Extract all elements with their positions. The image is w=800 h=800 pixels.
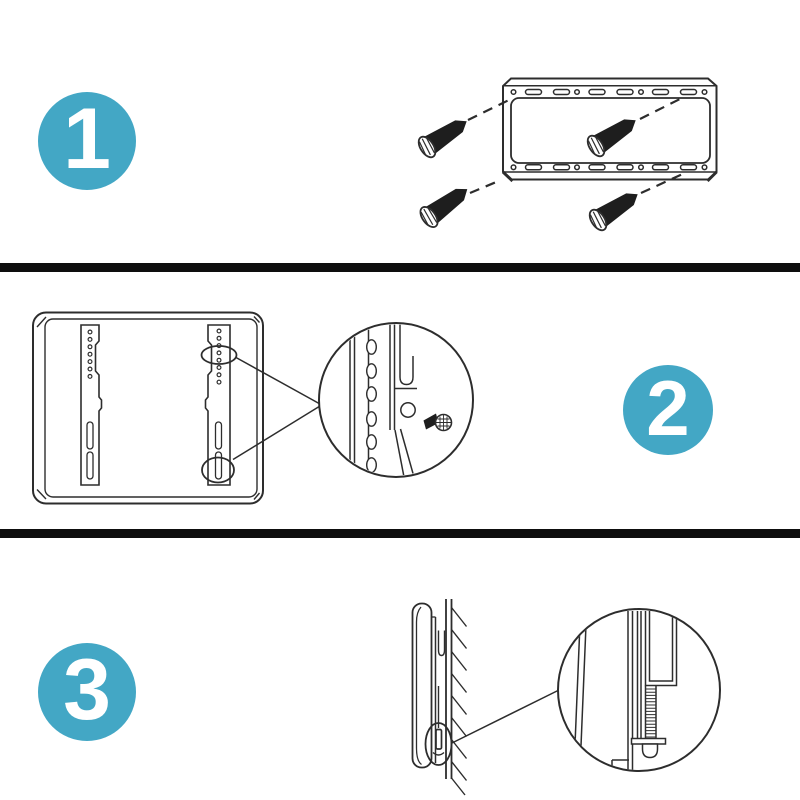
magnifier-pointer-line (451, 689, 560, 744)
step-1-number: 1 (63, 91, 111, 187)
highlight-ellipse-bottom (201, 456, 235, 484)
step3-illustration (411, 599, 721, 796)
locking-screw-highlight (424, 722, 453, 766)
magnifier-locking-screw-detail (557, 608, 721, 772)
step2-illustration (32, 311, 474, 505)
step-2-badge: 2 (623, 365, 713, 455)
step-3-badge: 3 (38, 643, 136, 741)
magnifier-bracket-detail (318, 322, 474, 478)
dashed-guide-lines (467, 96, 688, 195)
separator-line-1 (0, 263, 800, 272)
step-1-badge: 1 (38, 92, 136, 190)
magnifier-circle (557, 608, 721, 772)
magnifier-pointer-lines (232, 356, 321, 461)
step1-illustration (414, 77, 718, 235)
highlight-ellipse-top (200, 345, 238, 365)
tv-side-profile (411, 602, 446, 769)
step-2-number: 2 (646, 364, 690, 452)
mounting-screws (414, 96, 688, 235)
step-3-number: 3 (63, 642, 111, 738)
magnified-screw (423, 413, 453, 432)
vesa-bracket-left (80, 324, 103, 486)
separator-line-2 (0, 529, 800, 538)
vesa-bracket-right (204, 324, 231, 486)
threaded-rod (644, 685, 657, 739)
magnifier-circle (318, 322, 474, 478)
wall-hatching (450, 607, 468, 796)
